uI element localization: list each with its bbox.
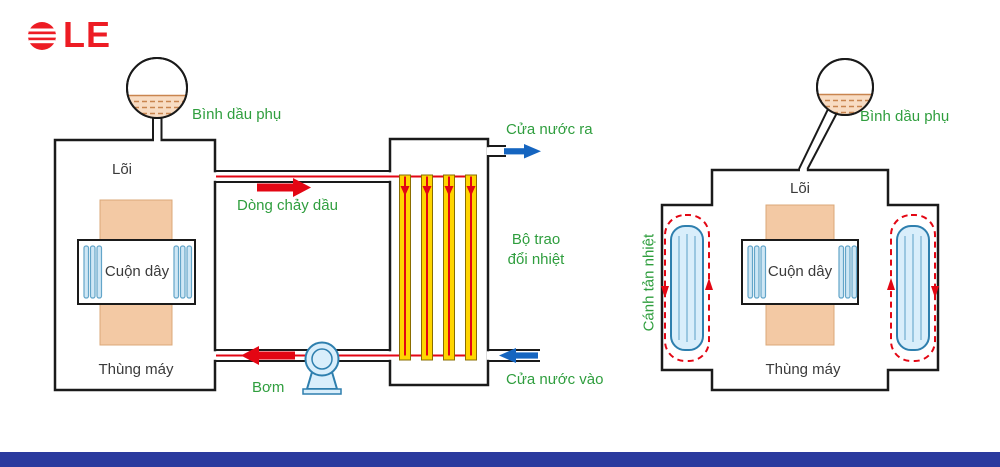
water-outlet-pipe [487, 145, 506, 157]
expansion-tank-right [816, 58, 874, 116]
winding-box-right [741, 239, 859, 305]
label-tank-right: Thùng máy [765, 361, 841, 378]
label-core-right: Lõi [789, 180, 811, 197]
water-outlet-arrow [504, 144, 541, 159]
label-radiator-fins: Cánh tản nhiệt [640, 233, 658, 332]
water-inlet-arrow [499, 348, 538, 363]
convection-loop-right [887, 214, 939, 362]
convection-loop-left [661, 214, 713, 362]
footer-bar [0, 452, 1000, 467]
brand-logo: LE [24, 14, 111, 56]
right-transformer-cooling-diagram [660, 58, 940, 392]
oil-flow-arrow-right [257, 178, 311, 197]
pipe-opening-right [800, 168, 807, 172]
label-pump: Bơm [252, 379, 285, 396]
winding-box-left [77, 239, 196, 305]
logo-text: LE [63, 14, 112, 55]
label-tank-left: Thùng máy [98, 361, 174, 378]
radiator-left [670, 225, 704, 351]
expansion-pipe-right [798, 104, 840, 170]
label-oil-flow: Dòng chảy dầu [237, 197, 338, 214]
oil-flow-arrow-left [241, 346, 295, 365]
tube-flow-arrows [400, 186, 476, 196]
oil-pipe-bottom [214, 349, 391, 362]
label-winding-left: Cuộn dây [104, 263, 170, 280]
label-expansion-tank-right: Bình dầu phụ [860, 108, 950, 125]
radiator-right [896, 225, 930, 351]
label-water-out: Cửa nước ra [506, 121, 593, 138]
label-winding-right: Cuộn dây [767, 263, 833, 280]
cooling-tubes [399, 174, 477, 361]
pump-icon [302, 341, 342, 395]
expansion-tank-left [126, 57, 188, 119]
oil-pipe-top [214, 170, 391, 183]
label-expansion-tank-left: Bình dầu phụ [192, 106, 282, 123]
label-water-in: Cửa nước vào [506, 371, 604, 388]
left-transformer-cooling-diagram [53, 57, 541, 395]
tube-flow-lines [404, 176, 472, 356]
striped-globe-icon [28, 22, 56, 50]
label-core-left: Lõi [111, 161, 133, 178]
label-heat-exchanger: Bộ trao đổi nhiệt [507, 231, 565, 268]
